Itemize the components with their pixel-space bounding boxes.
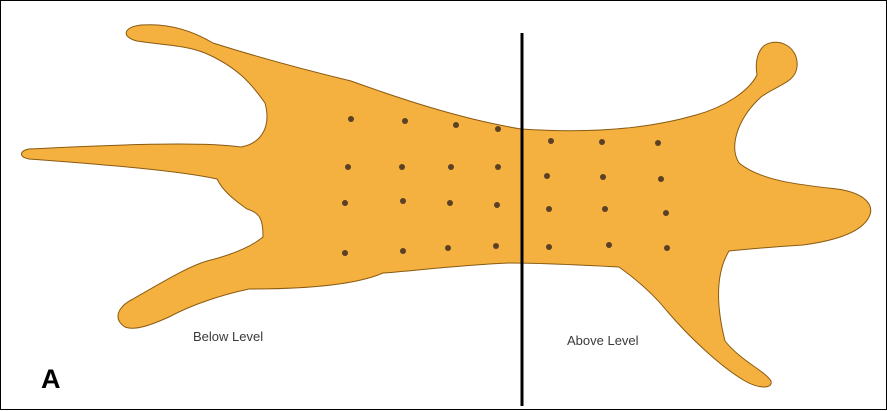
below-level-dot-7 — [448, 164, 454, 170]
above-level-dot-2 — [599, 139, 605, 145]
above-level-dot-7 — [546, 206, 552, 212]
above-level-label: Above Level — [567, 333, 639, 348]
panel-letter: A — [41, 364, 61, 395]
above-level-dot-3 — [655, 140, 661, 146]
above-level-dot-10 — [546, 244, 552, 250]
below-level-dot-12 — [494, 202, 500, 208]
hide-outline — [22, 25, 871, 387]
below-level-dot-1 — [348, 116, 354, 122]
below-level-dot-15 — [445, 245, 451, 251]
below-level-label: Below Level — [193, 329, 263, 344]
below-level-dot-13 — [342, 250, 348, 256]
above-level-dot-5 — [600, 174, 606, 180]
above-level-dot-9 — [663, 210, 669, 216]
above-level-dot-12 — [664, 245, 670, 251]
below-level-dot-2 — [402, 118, 408, 124]
below-level-dot-10 — [400, 198, 406, 204]
below-level-dot-5 — [345, 164, 351, 170]
above-level-dot-11 — [606, 242, 612, 248]
below-level-dot-3 — [453, 122, 459, 128]
below-level-dot-9 — [342, 200, 348, 206]
above-level-dot-8 — [602, 206, 608, 212]
below-level-dot-16 — [493, 243, 499, 249]
above-level-dot-4 — [544, 173, 550, 179]
below-level-dot-11 — [447, 200, 453, 206]
below-level-dot-8 — [495, 164, 501, 170]
above-level-dot-6 — [658, 176, 664, 182]
below-level-dot-4 — [495, 126, 501, 132]
above-level-dot-1 — [548, 138, 554, 144]
below-level-dot-14 — [400, 248, 406, 254]
below-level-dot-6 — [399, 164, 405, 170]
